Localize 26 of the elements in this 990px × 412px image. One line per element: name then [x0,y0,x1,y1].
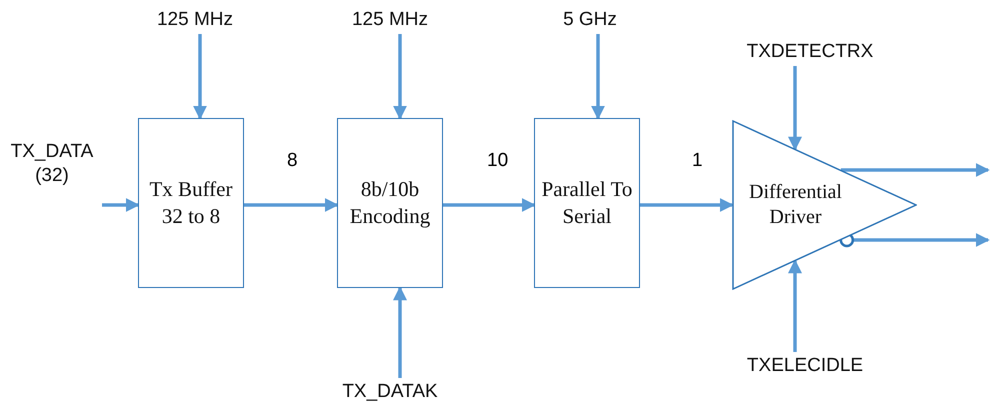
arrow [393,34,407,120]
arrow [640,198,734,212]
arrow [393,286,407,378]
arrow [852,233,990,247]
arrow [788,66,802,151]
block-label: Differential Driver [748,180,843,230]
signal-label: TXDETECTRX [746,40,874,64]
process-block [138,118,244,288]
arrow [193,34,207,120]
signal-label: 125 MHz [156,8,234,32]
process-block [534,118,640,288]
arrow [591,34,605,120]
signal-label: 125 MHz [352,8,428,32]
signal-label: TX_DATA (32) [10,140,94,188]
signal-label: 5 GHz [563,8,617,32]
block-label: 8b/10b Encoding [348,176,432,230]
arrow [840,163,990,177]
arrow [443,198,536,212]
process-block [337,118,443,288]
arrow [102,198,140,212]
arrow [244,198,339,212]
signal-label: TXELECIDLE [746,354,864,378]
arrow [788,259,802,352]
block-label: Tx Buffer 32 to 8 [148,176,234,230]
block-label: Parallel To Serial [540,176,634,230]
signal-label: TX_DATAK [342,380,438,404]
